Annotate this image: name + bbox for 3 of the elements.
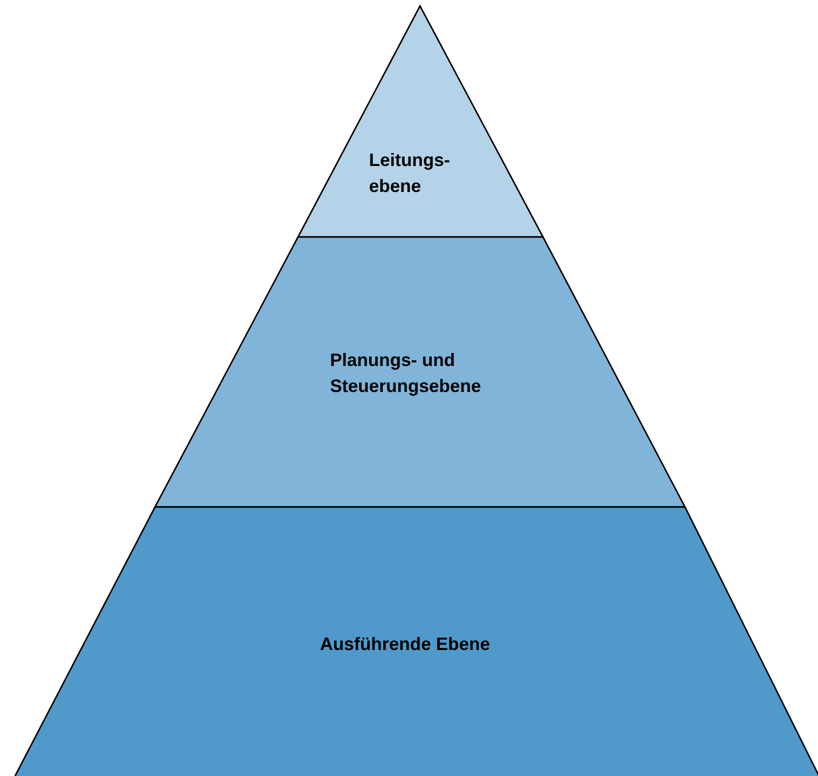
tier-label: Ausführende Ebene [320, 633, 492, 656]
tier-label: Planungs- und Steuerungsebene [330, 349, 482, 398]
tier-label: Leitungs- ebene [369, 149, 451, 198]
